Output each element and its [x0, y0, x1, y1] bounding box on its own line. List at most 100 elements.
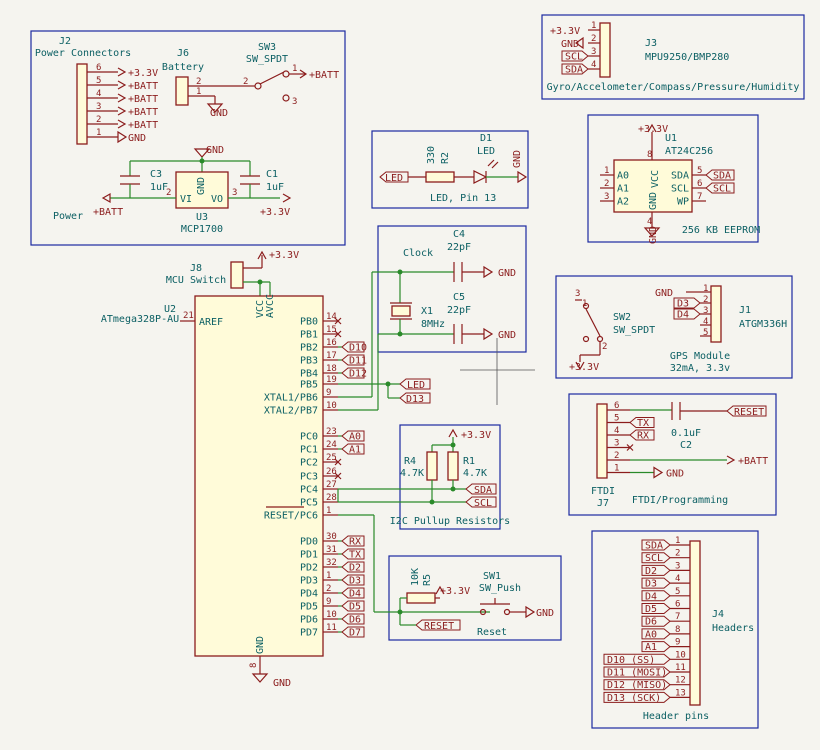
- power-out-net: +3.3V: [260, 207, 290, 218]
- j7-pin-number: 2: [614, 451, 619, 461]
- j4-pin-number: 4: [675, 574, 680, 584]
- mcu-net-label: A0: [349, 432, 361, 443]
- r2-resistor: [425, 171, 455, 183]
- mcu-pin-number: 16: [326, 338, 337, 348]
- power-frame: [30, 30, 346, 246]
- j3-pin-number: 4: [591, 60, 596, 70]
- u1-eeprom-chip: [613, 159, 693, 213]
- j7-pin-number: 5: [614, 414, 619, 424]
- x1-val: 8MHz: [421, 319, 445, 330]
- mcu-pin-number: 23: [326, 427, 337, 437]
- d1-ref: D1: [480, 133, 492, 144]
- x1-ref: X1: [421, 306, 433, 317]
- pb5-d13-label: D13: [406, 394, 424, 405]
- mcu-gnd-net: GND: [273, 678, 291, 689]
- j2-pin-number: 5: [96, 76, 101, 86]
- sw3-name: SW_SPDT: [246, 54, 288, 65]
- u3-regulator: [175, 171, 229, 209]
- r4-resistor: [426, 451, 438, 481]
- mcu-pin-number: 28: [326, 493, 337, 503]
- net-label-led: [399, 378, 431, 390]
- j7-pin-number: 3: [614, 439, 619, 449]
- j2-pin-number: 2: [96, 115, 101, 125]
- mcu-net-label: D12: [349, 369, 367, 380]
- j4-pin-net: SDA: [645, 541, 663, 552]
- j3-pin-net-flag: [561, 63, 589, 75]
- j4-pin-net-flag: [603, 666, 671, 678]
- u1-vcc: VCC: [650, 170, 661, 188]
- clock-title: Clock: [403, 248, 433, 259]
- j4-pin-number: 9: [675, 638, 680, 648]
- mcu-pin-label: PC1: [300, 445, 318, 456]
- sw3-pin3: 3: [292, 97, 297, 107]
- u1-net-label-flag: [705, 169, 735, 181]
- u2-name: ATmega328P-AU: [101, 314, 179, 325]
- mcu-net-label: RX: [349, 537, 361, 548]
- u1-net-label: SCL: [713, 184, 731, 195]
- mcu-pin-label: PD3: [300, 576, 318, 587]
- mcu-pin-label: PD1: [300, 550, 318, 561]
- led-diode: [473, 170, 488, 184]
- j3-pin-number: 2: [591, 34, 596, 44]
- c4-ref: C4: [453, 229, 465, 240]
- clock-frame: [377, 225, 527, 353]
- j4-ref: J4: [712, 609, 724, 620]
- ftdi-frame: [568, 393, 777, 516]
- j4-pin-net: D3: [645, 579, 657, 590]
- j2-pin-net: +BATT: [128, 107, 158, 118]
- c3-ref: C3: [150, 169, 162, 180]
- j4-pin-number: 1: [675, 536, 680, 546]
- reset-frame: [388, 555, 562, 641]
- sw3-pin1: 1: [292, 64, 297, 74]
- mcu-net-label-flag: [341, 600, 365, 612]
- j1-ref: J1: [739, 305, 751, 316]
- j4-pin-net: D2: [645, 566, 657, 577]
- mcu-pin-label: PB2: [300, 343, 318, 354]
- j6-ref: J6: [177, 48, 189, 59]
- j2-pin-net: +BATT: [128, 120, 158, 131]
- led-net: LED: [385, 173, 403, 184]
- u3-pin2: 2: [166, 188, 171, 198]
- j7-pin-number: 4: [614, 426, 619, 436]
- i2c-scl-label: [465, 496, 497, 508]
- j7-name: FTDI: [591, 486, 615, 497]
- j1-pin-number: 3: [703, 306, 708, 316]
- j4-pin-net: D6: [645, 617, 657, 628]
- gnd-pin-number: 8: [249, 663, 259, 668]
- mcu-pin-number: 9: [326, 388, 331, 398]
- mcu-pin-number: 18: [326, 364, 337, 374]
- j4-pin-number: 8: [675, 625, 680, 635]
- r1-resistor: [447, 451, 459, 481]
- mcu-net-label: D5: [349, 602, 361, 613]
- avcc-label: AVCC: [265, 294, 276, 318]
- j7-pin-net: TX: [637, 418, 649, 429]
- i2c-title: I2C Pullup Resistors: [390, 516, 510, 527]
- j4-pin-number: 2: [675, 549, 680, 559]
- u1-vcc-pin: 8: [647, 150, 652, 160]
- j1-pin-net: GND: [655, 288, 673, 299]
- power-in-net: +BATT: [93, 207, 123, 218]
- atmega328p-chip: [194, 295, 324, 657]
- mcu-net-label: A1: [349, 445, 361, 456]
- j8-connector: [230, 261, 244, 289]
- u1-pin-label: A0: [617, 171, 629, 182]
- j6-connector: [175, 76, 189, 106]
- mcu-pin-number: 25: [326, 453, 337, 463]
- mcu-pin-label: PB1: [300, 330, 318, 341]
- sw2-name: SW_SPDT: [613, 325, 655, 336]
- u1-pin-number: 2: [604, 179, 609, 189]
- u1-pin-number: 3: [604, 192, 609, 202]
- mcu-pin-label: PD7: [300, 628, 318, 639]
- j4-pin-net-flag: [603, 691, 671, 703]
- j4-pin-net: D13 (SCK): [607, 693, 661, 704]
- mcu-pin-number: 11: [326, 623, 337, 633]
- r2-ref: R2: [440, 152, 451, 164]
- mcu-net-label-flag: [341, 354, 365, 366]
- u1-pin-label: SCL: [671, 184, 689, 195]
- mcu-pin-number: 10: [326, 401, 337, 411]
- j8-ref: J8: [190, 263, 202, 274]
- j4-pin-net: D5: [645, 604, 657, 615]
- mcu-net-label-flag: [341, 367, 365, 379]
